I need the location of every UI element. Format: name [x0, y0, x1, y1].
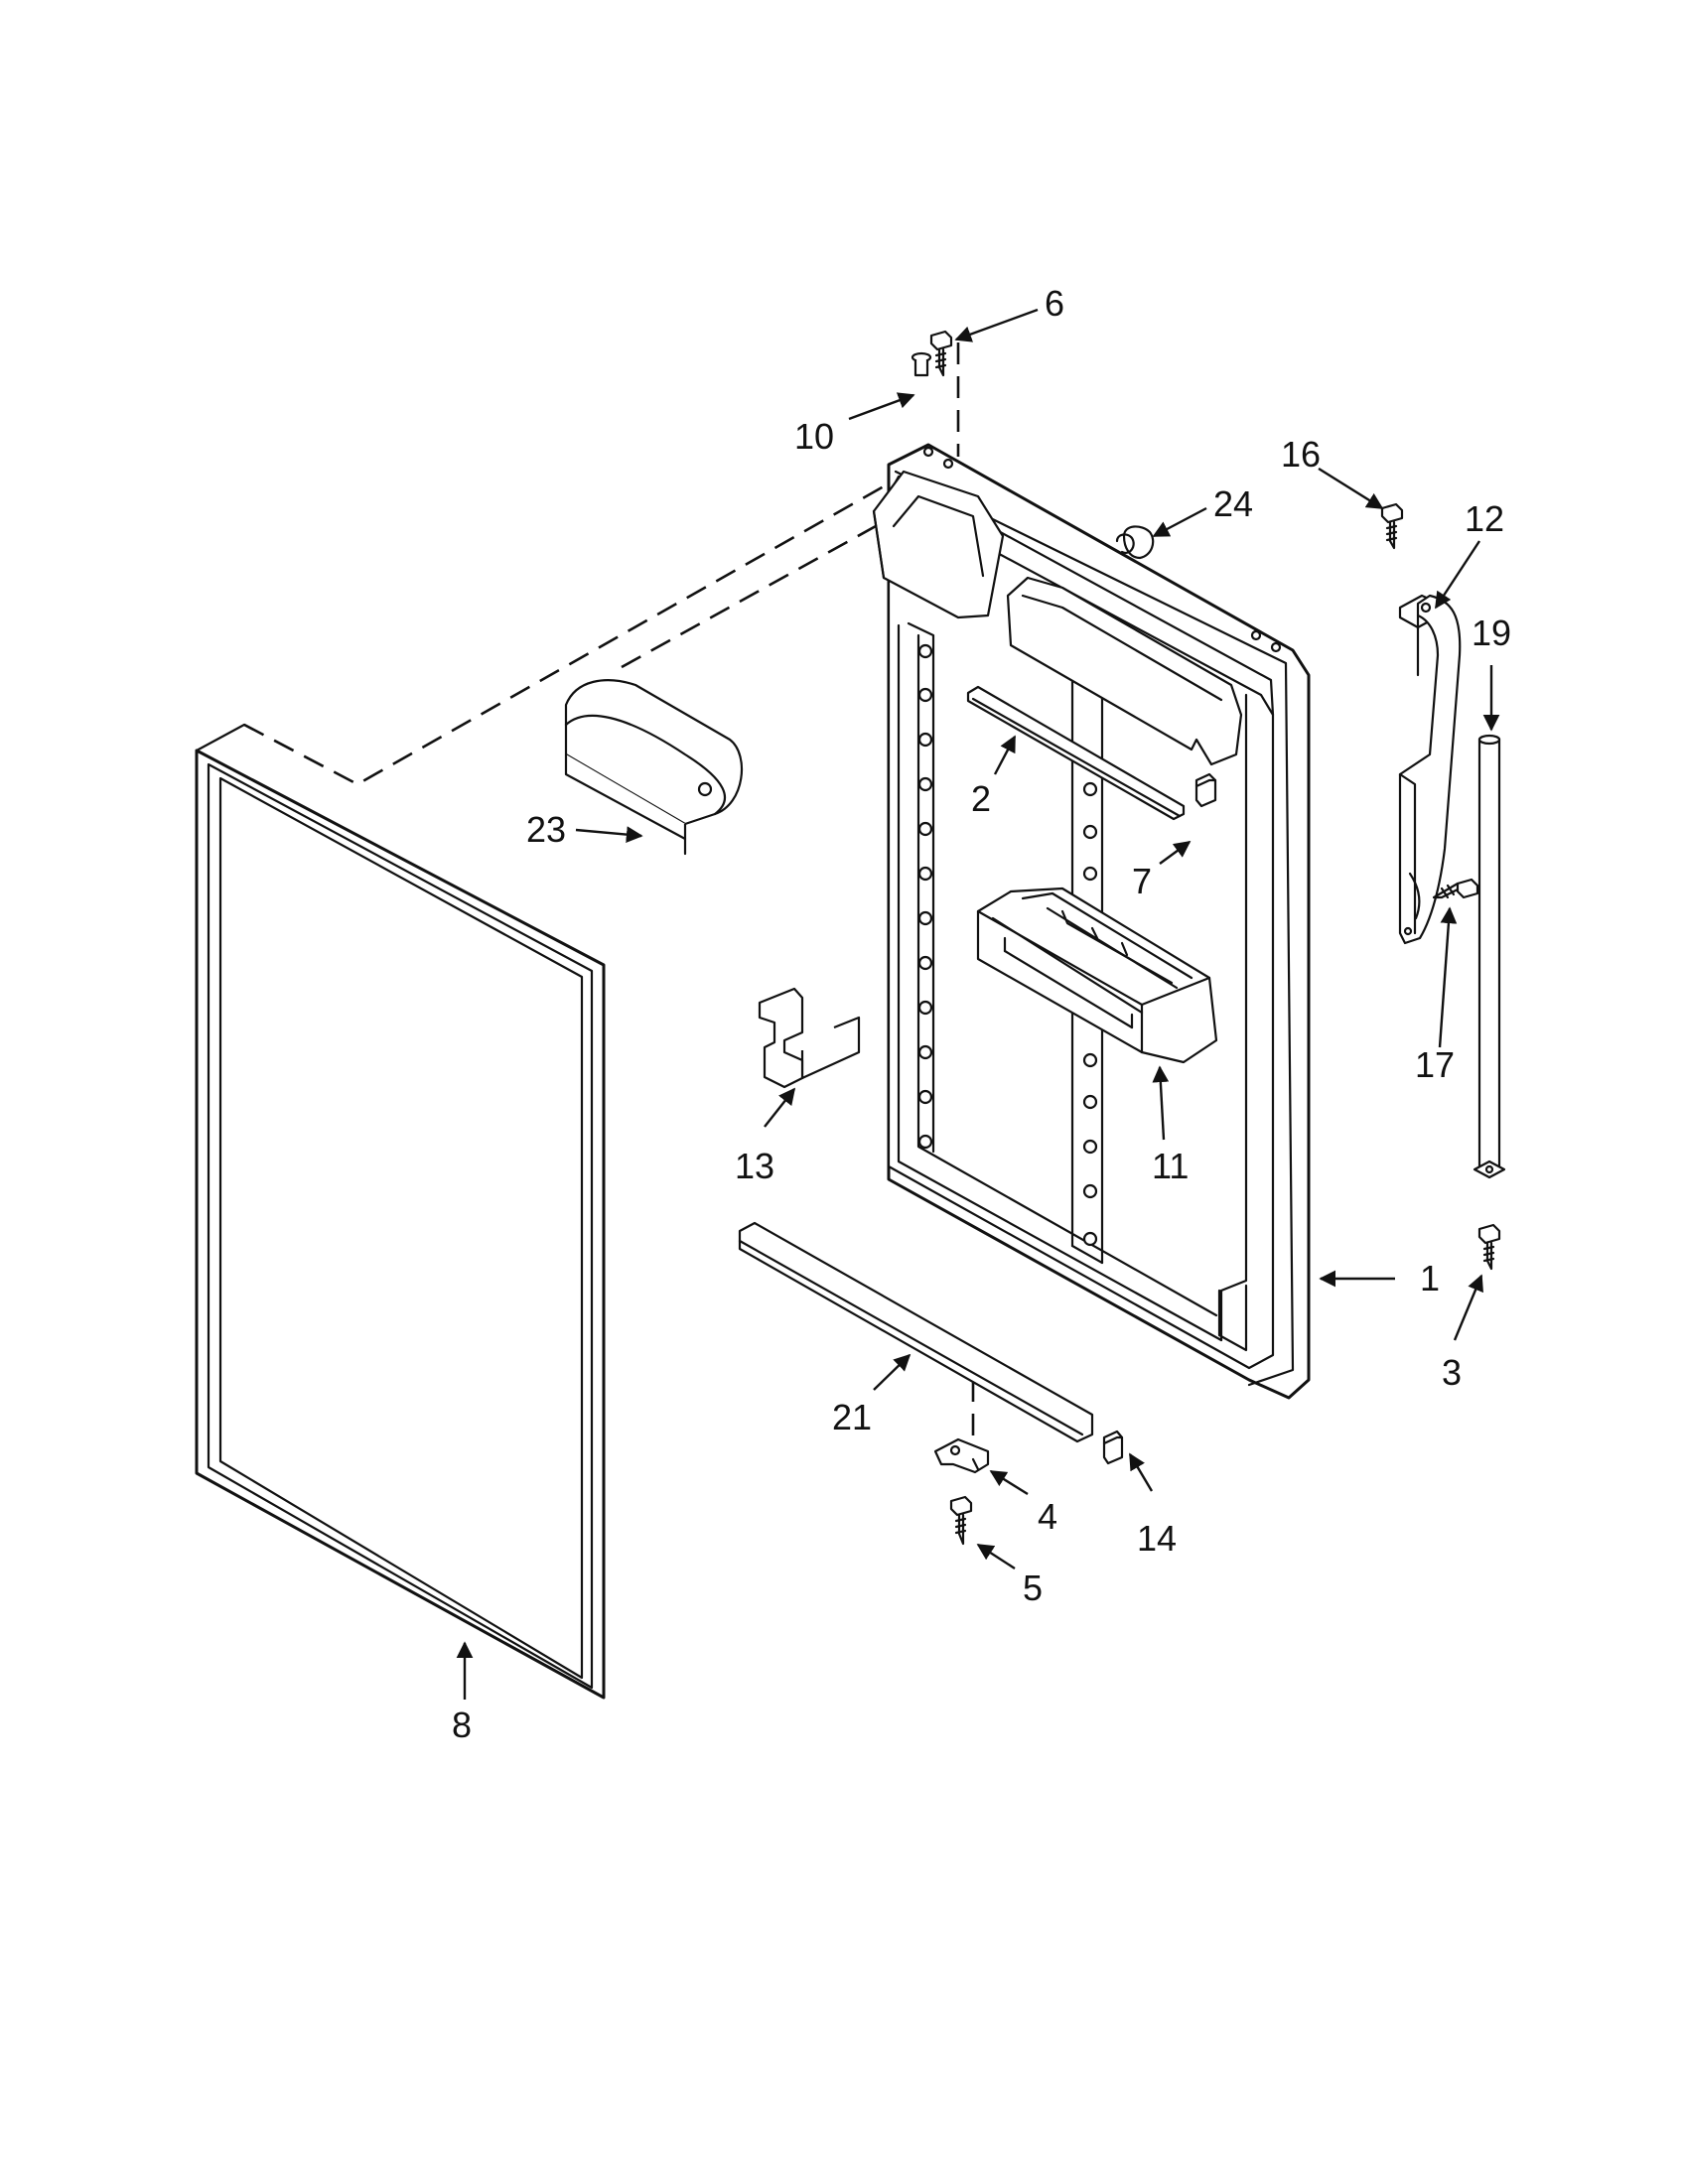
part-3-screw	[1477, 1223, 1501, 1271]
callout-14: 14	[1137, 1518, 1177, 1559]
leader-arrows	[456, 308, 1500, 1700]
callout-4: 4	[1038, 1496, 1057, 1537]
callout-3: 3	[1442, 1352, 1462, 1393]
callout-24: 24	[1213, 483, 1253, 524]
callout-1: 1	[1420, 1258, 1440, 1298]
callout-17: 17	[1415, 1044, 1455, 1085]
callout-10: 10	[794, 416, 834, 457]
callout-2: 2	[971, 778, 991, 819]
part-14-end-cap	[1102, 1430, 1124, 1465]
callout-6: 6	[1045, 283, 1064, 324]
callout-7: 7	[1132, 861, 1152, 901]
part-8-door-gasket	[195, 723, 606, 1700]
callout-13: 13	[735, 1146, 774, 1186]
part-12-handle	[1398, 594, 1462, 945]
part-24-plug	[1115, 525, 1155, 560]
part-19-rod	[1473, 734, 1506, 1179]
part-16-screw	[1380, 502, 1404, 550]
part-2-shelf-bar	[966, 685, 1186, 821]
callout-11: 11	[1152, 1146, 1189, 1186]
part-6-screw	[929, 330, 953, 377]
part-17-screw	[1432, 878, 1479, 899]
callout-labels: 6 10 24 16 12 19 2 7 23 17 11 13 1 3 21 …	[452, 283, 1511, 1745]
callout-19: 19	[1472, 613, 1511, 653]
shelf-mount-holes	[917, 643, 1098, 1247]
part-4-hinge-bracket	[933, 1437, 990, 1474]
callout-23: 23	[526, 809, 566, 850]
alignment-dashed-lines	[243, 342, 975, 1449]
part-23-dairy-door	[564, 679, 744, 856]
part-13-bracket	[758, 987, 861, 1089]
part-7-end-cap	[1194, 772, 1217, 808]
part-10-plug	[911, 351, 932, 377]
part-21-bottom-trim	[738, 1221, 1094, 1443]
callout-16: 16	[1281, 434, 1321, 475]
part-5-screw	[949, 1495, 973, 1546]
part-11-door-bin	[976, 887, 1218, 1064]
callout-12: 12	[1465, 498, 1504, 539]
callout-5: 5	[1023, 1568, 1043, 1608]
callout-8: 8	[452, 1705, 472, 1745]
callout-21: 21	[832, 1397, 872, 1437]
